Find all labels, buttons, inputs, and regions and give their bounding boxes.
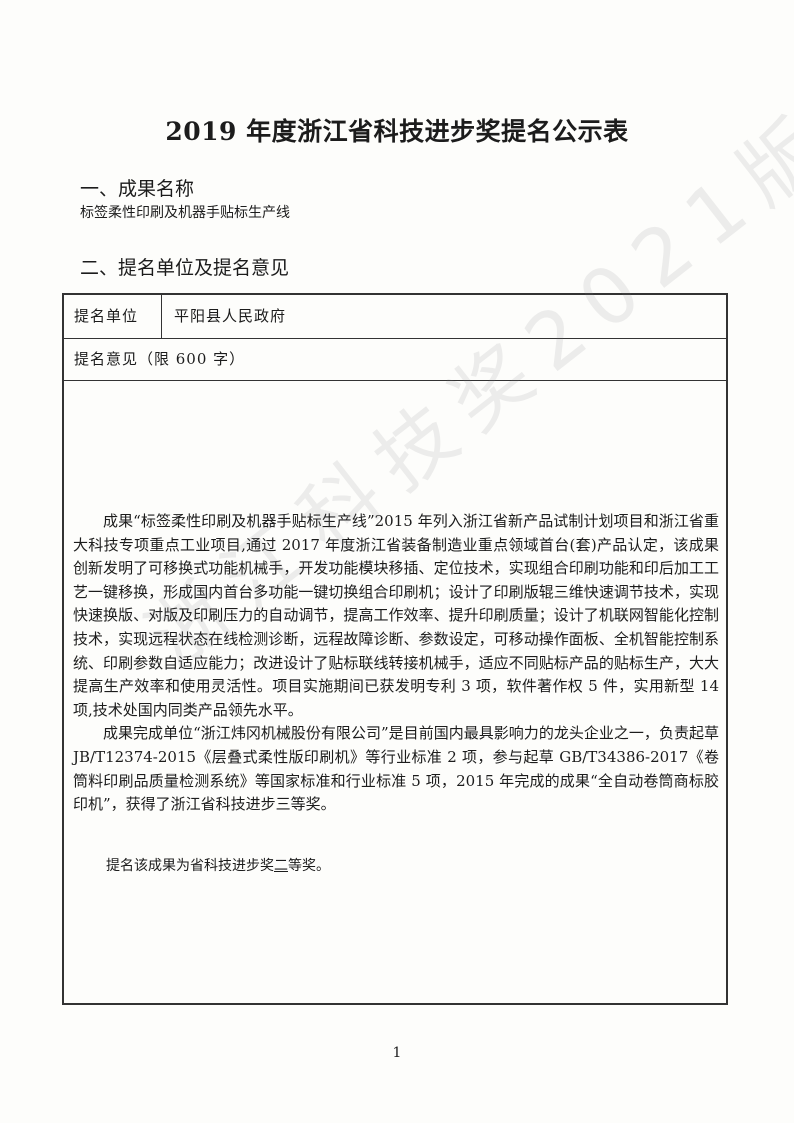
- section-heading-nomination: 二、提名单位及提名意见: [80, 257, 290, 279]
- nominator-label: 提名单位: [64, 295, 162, 338]
- nominator-row: 提名单位 平阳县人民政府: [64, 295, 726, 339]
- opinion-paragraph: 成果“标签柔性印刷及机器手贴标生产线”2015 年列入浙江省新产品试制计划项目和…: [73, 512, 719, 719]
- page-title: 2019 年度浙江省科技进步奖提名公示表: [165, 117, 629, 146]
- page-number: 1: [392, 1045, 402, 1061]
- section-heading-achievement-name: 一、成果名称: [80, 178, 195, 200]
- opinion-paragraph: 成果完成单位“浙江炜冈机械股份有限公司”是目前国内最具影响力的龙头企业之一，负责…: [73, 724, 719, 814]
- nominator-value: 平阳县人民政府: [174, 307, 287, 325]
- conclusion-prefix: 提名该成果为省科技进步奖: [106, 858, 274, 874]
- nomination-conclusion: 提名该成果为省科技进步奖二等奖。: [106, 855, 330, 875]
- award-grade: 二: [274, 858, 288, 874]
- achievement-name: 标签柔性印刷及机器手贴标生产线: [80, 205, 290, 221]
- nomination-table: 提名单位 平阳县人民政府 提名意见（限 600 字） 成果“标签柔性印刷及机器手…: [62, 293, 728, 1005]
- conclusion-suffix: 等奖。: [288, 858, 330, 874]
- opinion-body: 成果“标签柔性印刷及机器手贴标生产线”2015 年列入浙江省新产品试制计划项目和…: [73, 510, 719, 817]
- opinion-label: 提名意见（限 600 字）: [64, 338, 726, 381]
